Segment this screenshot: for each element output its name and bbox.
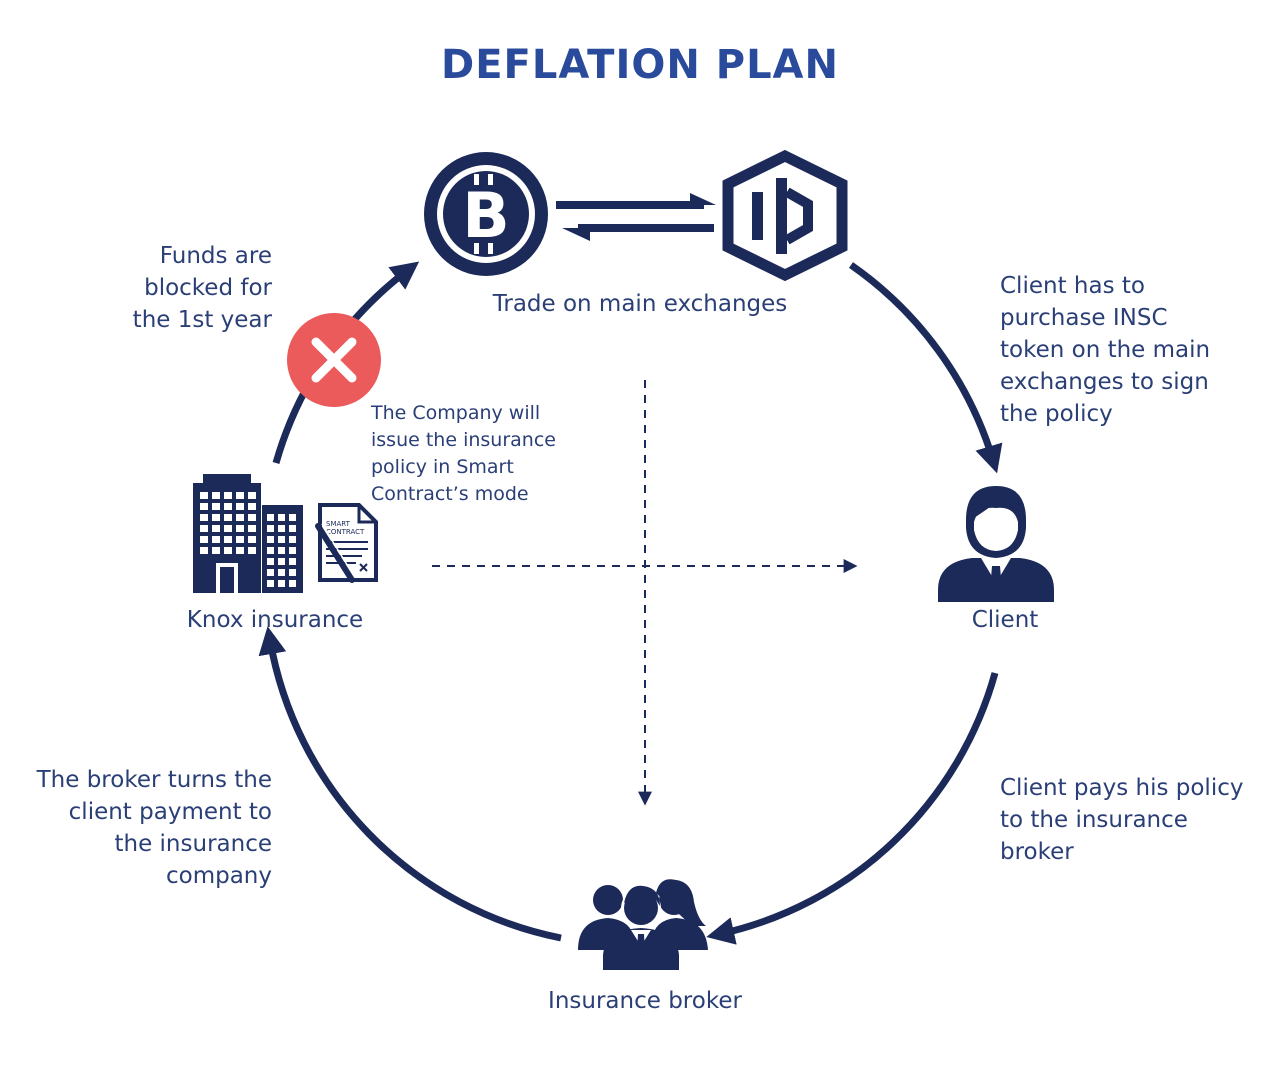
building-icon bbox=[193, 474, 303, 593]
page-title: DEFLATION PLAN bbox=[440, 42, 839, 88]
client-purchase-note: Client has to purchase INSC token on the… bbox=[1000, 273, 1211, 427]
contract-text-smart: SMART bbox=[326, 520, 351, 528]
funds-blocked-note: Funds are blocked for the 1st year bbox=[132, 243, 272, 333]
exchanges-label: Trade on main exchanges bbox=[492, 291, 788, 317]
insc-token-icon bbox=[722, 149, 848, 282]
close-icon bbox=[287, 313, 381, 407]
svg-text:B: B bbox=[462, 179, 509, 252]
smart-contract-icon: SMART CONTRACT bbox=[315, 503, 378, 583]
arc-exchanges-to-client bbox=[849, 262, 1003, 474]
exchange-arrows bbox=[556, 193, 716, 241]
client-pays-note: Client pays his policy to the insurance … bbox=[1000, 775, 1244, 865]
contract-text-contract: CONTRACT bbox=[326, 528, 365, 536]
arc-client-to-broker bbox=[706, 672, 999, 945]
company-issue-note: The Company will issue the insurance pol… bbox=[371, 402, 556, 505]
client-person-icon bbox=[938, 486, 1054, 602]
broker-turns-note: The broker turns the client payment to t… bbox=[36, 767, 272, 889]
broker-group-icon bbox=[578, 879, 708, 970]
arc-broker-to-knox bbox=[258, 626, 562, 942]
client-label: Client bbox=[971, 607, 1039, 633]
bitcoin-icon: B bbox=[424, 152, 548, 276]
knox-insurance-label: Knox insurance bbox=[186, 607, 364, 633]
insurance-broker-label: Insurance broker bbox=[548, 988, 742, 1014]
